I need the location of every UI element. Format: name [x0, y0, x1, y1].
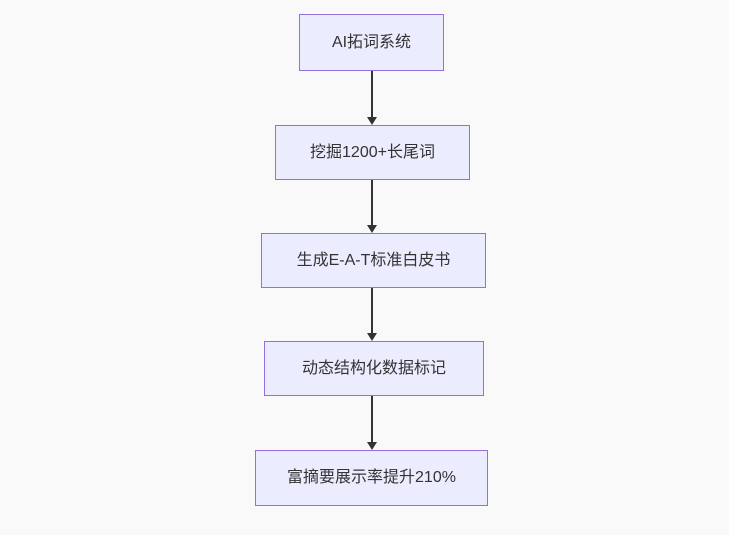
flowchart-node: 生成E-A-T标准白皮书 — [261, 233, 486, 288]
flowchart-node: 动态结构化数据标记 — [264, 341, 484, 396]
flowchart-node-label: 富摘要展示率提升210% — [287, 469, 456, 487]
arrowhead-down-icon — [366, 333, 377, 341]
flowchart-node: AI拓词系统 — [299, 14, 444, 71]
flowchart-node: 富摘要展示率提升210% — [255, 450, 488, 506]
flowchart-node: 挖掘1200+长尾词 — [275, 125, 470, 180]
flowchart-node-label: AI拓词系统 — [331, 33, 412, 51]
arrow-line — [370, 180, 373, 225]
arrowhead-down-icon — [366, 225, 377, 233]
flow-arrow — [366, 288, 377, 341]
arrow-line — [370, 288, 373, 333]
arrowhead-down-icon — [366, 442, 377, 450]
flow-arrow — [366, 396, 377, 450]
arrowhead-down-icon — [366, 117, 377, 125]
flow-arrow — [366, 180, 377, 233]
flowchart-node-label: 挖掘1200+长尾词 — [310, 143, 435, 161]
arrow-line — [370, 396, 373, 442]
arrow-line — [370, 71, 373, 117]
flowchart-node-label: 生成E-A-T标准白皮书 — [296, 251, 451, 269]
flowchart-node-label: 动态结构化数据标记 — [301, 359, 446, 377]
flow-arrow — [366, 71, 377, 125]
